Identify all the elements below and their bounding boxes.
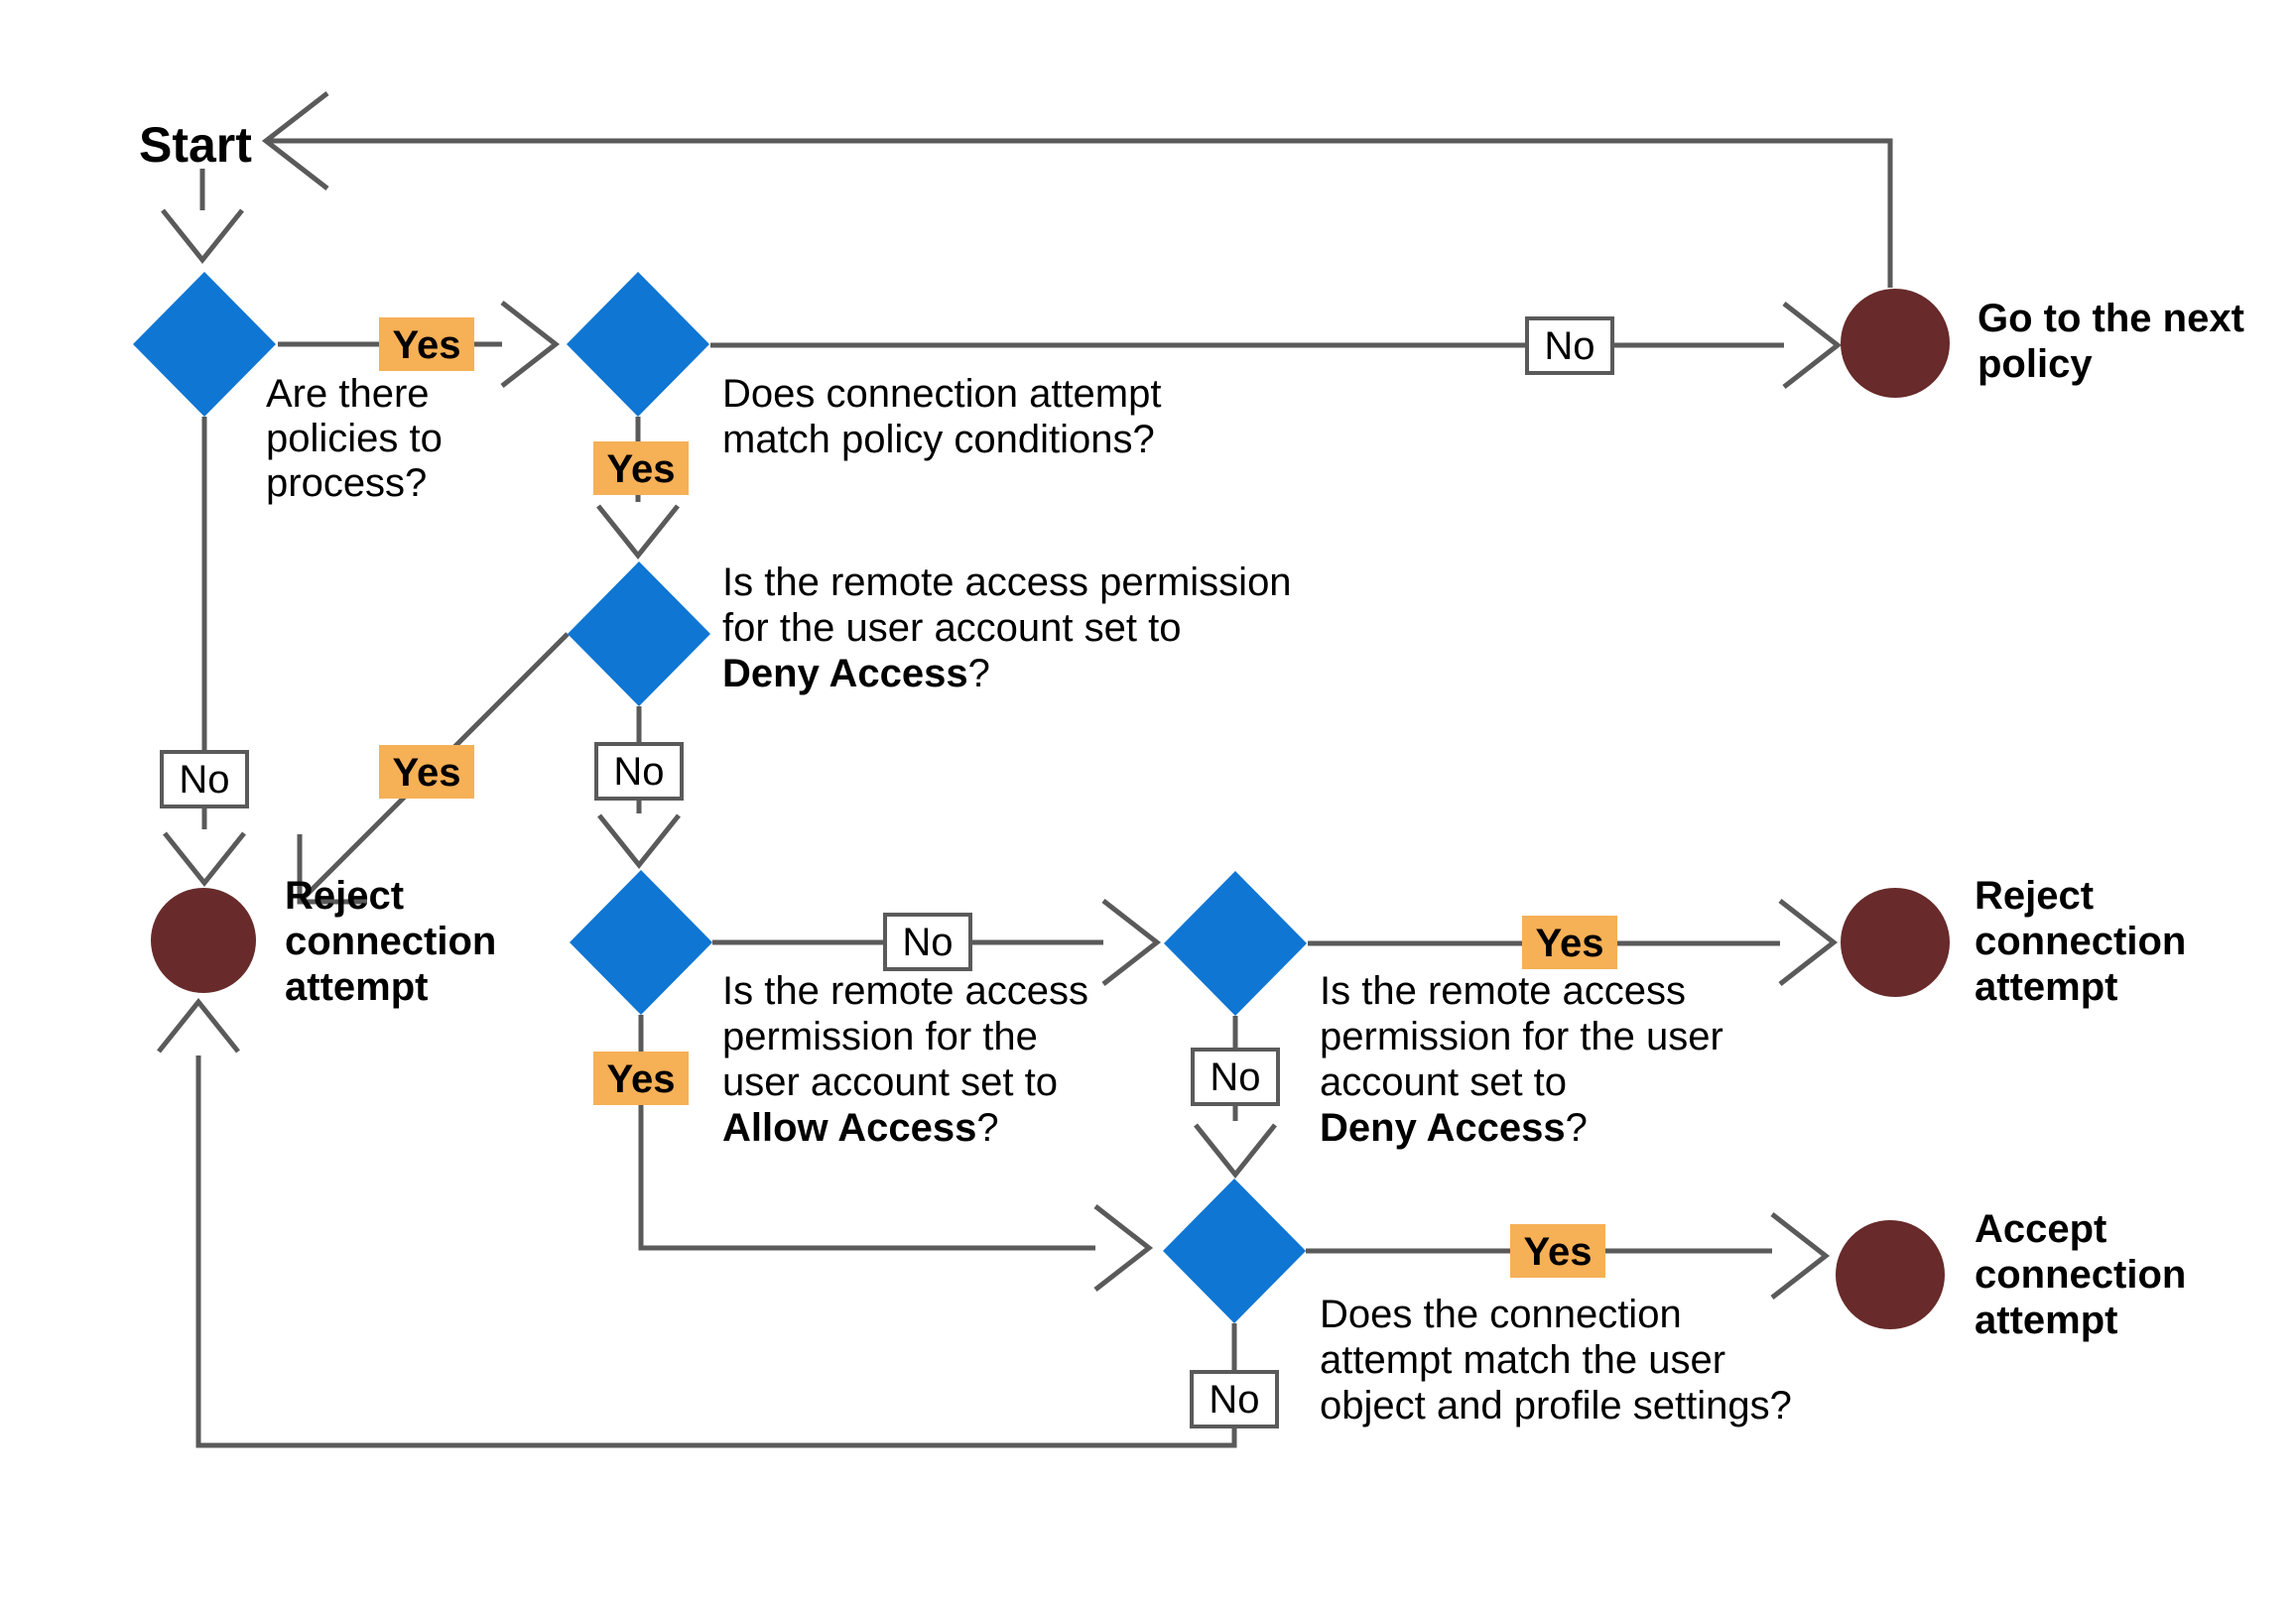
go-next-policy-label-line2: policy [1977,342,2093,386]
d3-question-suffix: ? [968,652,990,695]
d3-question-line1: Is the remote access permission [722,560,1292,604]
no-label-d5: No [1210,1055,1260,1099]
no-badge-d1 [160,750,249,808]
d1-question-line1: Are there [266,372,430,416]
accept-label-line3: attempt [1975,1299,2117,1342]
arrowhead-into-d5 [1101,899,1162,986]
yes-label-d6: Yes [1524,1230,1593,1274]
yes-label-d3: Yes [393,751,461,795]
no-badge-d4 [883,913,972,971]
arrowhead-into-d6-top [1194,1123,1277,1179]
yes-badge-d5 [1522,916,1617,969]
yes-badge-d4 [593,1052,689,1105]
arrowhead-into-reject-left [163,831,246,888]
reject-right-label-line2: connection [1975,920,2186,963]
terminal-reject-right-circle [1841,888,1950,997]
d5-question-line4: Deny Access? [1320,1106,1588,1150]
d4-question-line3: user account set to [722,1060,1058,1104]
d4-question-line1: Is the remote access [722,969,1088,1013]
decision-permission-deny-access-2 [1164,871,1307,1016]
d5-question-line1: Is the remote access [1320,969,1686,1013]
d6-question-line2: attempt match the user [1320,1338,1725,1382]
no-label-d2: No [1544,324,1594,368]
d3-question-bold: Deny Access [722,652,968,695]
no-label-d3: No [613,750,664,794]
edge-label-boxes [160,316,1617,1428]
d6-question-line3: object and profile settings? [1320,1384,1792,1427]
d4-question-line4: Allow Access? [722,1106,999,1150]
arrowhead-into-accept [1770,1212,1831,1300]
d3-question-line3: Deny Access? [722,652,990,695]
no-badge-d2 [1525,316,1614,375]
d3-question-line2: for the user account set to [722,606,1181,650]
decision-match-policy-conditions [567,272,709,417]
yes-label-d1: Yes [393,323,461,367]
d2-question-line2: match policy conditions? [722,418,1155,461]
yes-label-d5: Yes [1536,922,1604,965]
d1-question-line2: policies to [266,417,443,460]
yes-label-d4: Yes [607,1057,676,1101]
arrowhead-into-reject-left-bottom [157,997,240,1054]
d4-question-line2: permission for the [722,1015,1038,1058]
arrowhead-into-d6-left [1093,1204,1154,1292]
terminal-accept-circle [1836,1220,1945,1329]
d5-question-line2: permission for the user [1320,1015,1723,1058]
reject-left-label-line1: Reject [285,874,404,918]
yes-badge-d2 [593,441,689,495]
d4-question-suffix: ? [976,1106,998,1150]
d5-question-bold: Deny Access [1320,1106,1566,1150]
labels: Start Yes Yes Yes Yes Yes Yes No No No N… [139,117,2244,1427]
yes-badge-d3 [379,745,474,799]
accept-label-line1: Accept [1975,1207,2106,1251]
nodes [133,272,1950,1329]
reject-left-label-line3: attempt [285,965,428,1009]
yes-label-d2: Yes [607,447,676,491]
start-label: Start [139,117,252,173]
arrowhead-into-d2 [500,301,561,388]
go-next-policy-label-line1: Go to the next [1977,297,2244,340]
arrowhead-d3-yes [297,834,367,905]
no-badge-d5 [1191,1048,1280,1106]
decision-policies-to-process [133,272,276,417]
accept-label-line2: connection [1975,1253,2186,1297]
d4-question-bold: Allow Access [722,1106,976,1150]
d1-question-line3: process? [266,461,427,505]
yes-badge-d1 [379,317,474,371]
reject-right-label-line3: attempt [1975,965,2117,1009]
d5-question-line3: account set to [1320,1060,1567,1104]
decision-match-user-object-profile [1163,1179,1306,1323]
arrowhead-into-d3 [596,504,680,560]
d6-question-line1: Does the connection [1320,1293,1682,1336]
arrowhead-into-start [261,91,329,190]
d5-question-suffix: ? [1566,1106,1588,1150]
reject-left-label-line2: connection [285,920,496,963]
no-label-d6: No [1209,1378,1259,1422]
decision-permission-allow-access [570,870,712,1015]
terminal-go-next-policy-circle [1841,289,1950,398]
d2-question-line1: Does connection attempt [722,372,1161,416]
no-label-d4: No [902,921,953,964]
no-badge-d6 [1190,1370,1279,1428]
decision-permission-deny-access-1 [568,561,710,706]
no-badge-d3 [594,742,684,801]
arrowhead-into-go-next [1782,302,1843,389]
yes-badge-d6 [1510,1224,1605,1278]
terminal-reject-left-circle [151,888,256,993]
no-label-d1: No [179,758,229,802]
reject-right-label-line1: Reject [1975,874,2094,918]
arrowhead-into-d4 [597,813,681,870]
edge-go-next-to-start [270,138,1893,288]
arrowhead-into-d1 [161,208,244,265]
arrowhead-into-reject-right [1778,899,1839,986]
